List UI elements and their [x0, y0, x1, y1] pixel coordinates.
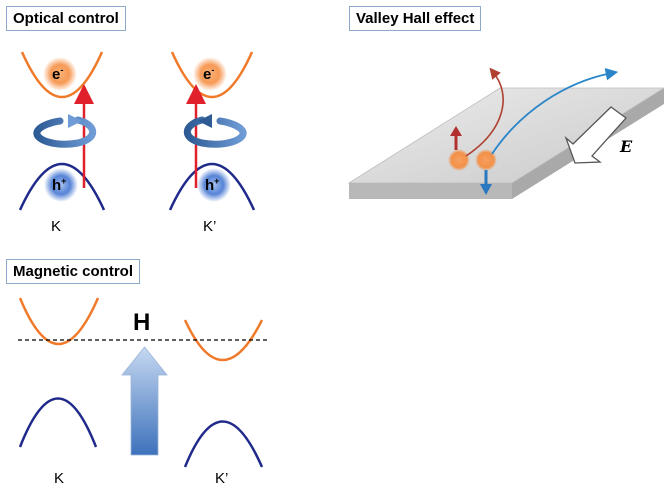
- field-label-e: E: [619, 137, 633, 156]
- valley-label-kprime-optical: K’: [203, 218, 216, 235]
- rotation-arrowhead-kprime: [198, 114, 212, 128]
- magnetic-k-valley: [18, 297, 100, 448]
- spin-up-arrowhead: [450, 126, 462, 136]
- rotation-arrowhead-k: [68, 114, 82, 128]
- optical-control-title: Optical control: [6, 6, 126, 31]
- optical-k-valley: [18, 51, 106, 211]
- valley-hall-title: Valley Hall effect: [349, 6, 482, 31]
- valley-hall-plate: [347, 87, 664, 199]
- electron-label-kprime: e-: [203, 65, 214, 83]
- magnetic-field-arrow: [121, 346, 168, 456]
- conduction-band-kprime: [170, 51, 254, 98]
- rotation-arrow-kprime: [183, 116, 247, 148]
- electron-glow-k: [43, 57, 77, 91]
- rotation-arrow-k: [33, 116, 97, 148]
- electric-field-arrow: [564, 106, 627, 164]
- conduction-band-kprime-mag: [183, 319, 264, 362]
- conduction-band-k: [20, 51, 104, 98]
- hole-glow-k: [44, 168, 78, 202]
- valence-band-kprime-mag: [183, 420, 264, 468]
- valence-band-k: [18, 163, 106, 211]
- field-label-h: H: [133, 309, 150, 336]
- carrier-dot-right: [475, 149, 497, 171]
- valley-label-k-magnetic: K: [54, 470, 64, 487]
- hole-label-k: h+: [52, 176, 66, 194]
- electron-label-k: e-: [52, 65, 63, 83]
- hole-label-kprime: h+: [205, 176, 219, 194]
- magnetic-kprime-valley: [183, 319, 264, 468]
- magnetic-control-title: Magnetic control: [6, 259, 141, 284]
- plate-front: [349, 183, 512, 199]
- hole-glow-kprime: [197, 168, 231, 202]
- electron-glow-kprime: [193, 57, 227, 91]
- valley-label-kprime-magnetic: K’: [215, 470, 228, 487]
- carrier-dot-left: [448, 149, 470, 171]
- spin-down-arrowhead: [480, 184, 492, 195]
- optical-kprime-valley: [168, 51, 256, 211]
- conduction-band-k-mag: [18, 297, 100, 345]
- red-trajectory: [465, 67, 504, 157]
- blue-trajectory: [491, 68, 619, 155]
- valley-label-k-optical: K: [51, 218, 61, 235]
- valence-band-kprime: [168, 163, 256, 211]
- valence-band-k-mag: [18, 397, 98, 448]
